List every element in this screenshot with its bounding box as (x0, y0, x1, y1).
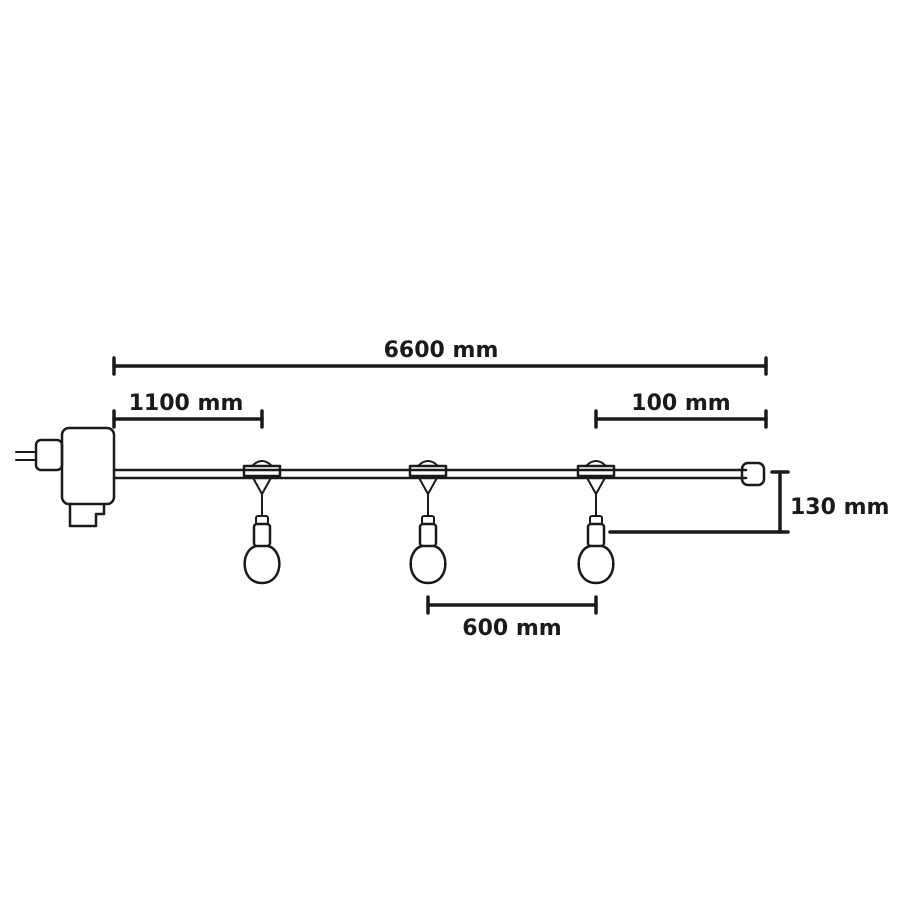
total-length-dimension: 6600 mm (112, 338, 768, 376)
bulb-2 (408, 460, 448, 585)
bulb-1 (242, 460, 282, 585)
bulb-3 (576, 460, 616, 585)
drop-height-dimension: 130 mm (608, 470, 889, 534)
lead-length-label: 1100 mm (129, 391, 244, 416)
lead-length-dimension: 1100 mm (112, 391, 264, 429)
main-cable (112, 468, 748, 480)
tail-length-dimension: 100 mm (594, 391, 768, 429)
bulb-spacing-dimension: 600 mm (426, 595, 598, 641)
bulb-spacing-label: 600 mm (462, 616, 561, 641)
power-adapter-icon (15, 426, 116, 528)
end-cap-icon (740, 461, 766, 487)
drop-height-label: 130 mm (790, 495, 889, 520)
tail-length-label: 100 mm (631, 391, 730, 416)
total-length-label: 6600 mm (384, 338, 499, 363)
